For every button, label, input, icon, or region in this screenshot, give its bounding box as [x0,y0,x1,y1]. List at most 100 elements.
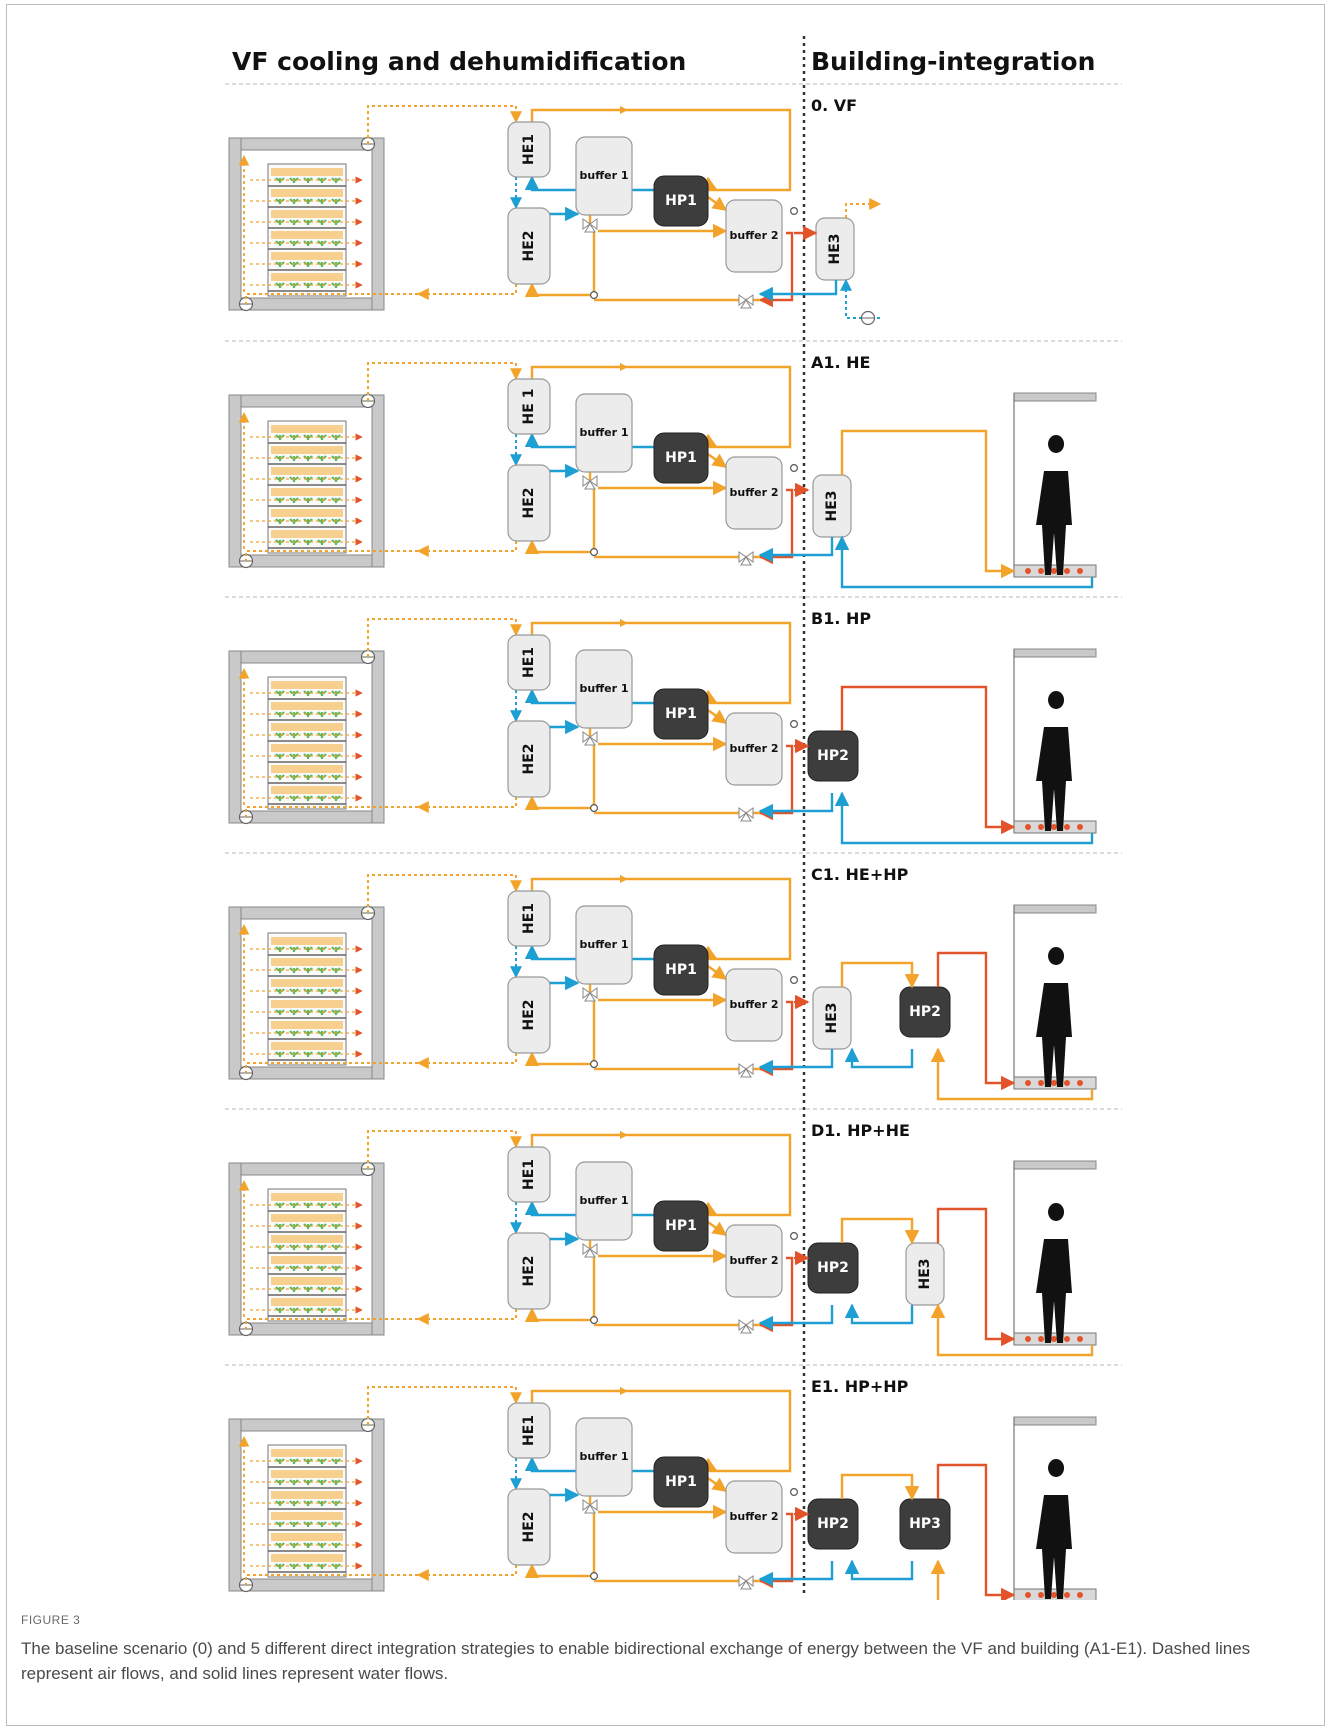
room-ceiling [1013,904,1097,914]
he1-unit-label: HE1 [521,1415,537,1446]
flow-direction-marker [620,363,628,371]
floor-return [834,791,1094,845]
floor-return [834,535,1094,589]
crop-layer [271,958,343,966]
floor-return [930,1303,1094,1357]
he2-unit-label: HE2 [521,1255,537,1286]
hp1-unit-label: HP1 [665,1474,697,1490]
three-way-valve-1 [582,987,598,1002]
he1-warm-supply [530,877,792,961]
he2-unit: HE2 [507,1232,551,1310]
hot-return-loop [758,231,794,308]
crop-layer [271,231,343,239]
figure-caption: The baseline scenario (0) and 5 differen… [21,1639,1251,1683]
he3-unit: HE3 [812,986,852,1050]
junction-node [789,719,798,728]
floor-heating-pipe [1025,1336,1031,1342]
intermediate-loop-return [844,1303,914,1325]
plant-icon [303,1030,313,1036]
building-room [1013,1160,1097,1346]
he2-unit-box [507,207,551,285]
buffer1-tank: buffer 1 [575,136,633,216]
he2-unit-box [507,1232,551,1310]
he1-unit: HE1 [507,890,551,947]
rack-top-beam [228,394,385,408]
he2-return [524,488,596,554]
he3-unit-label: HE3 [824,490,840,521]
hp1-unit-label: HP1 [665,193,697,209]
intermediate-loop-return [844,1047,914,1069]
he1-unit: HE1 [507,1146,551,1203]
crop-layer [271,979,343,987]
buffer1-tank-label: buffer 1 [580,426,629,439]
hp1-unit: HP1 [653,688,709,740]
supply-to-floor [936,1463,1016,1600]
air-return-duct [416,541,517,557]
floor-heating-pipe [1038,824,1044,830]
crop-layer [271,252,343,260]
he1-unit: HE1 [507,1402,551,1459]
he2-unit-box [507,720,551,798]
crop-layer [271,1512,343,1520]
he1-unit: HE1 [507,634,551,691]
buffer1-tank: buffer 1 [575,1417,633,1497]
hp1-unit-box [653,688,709,740]
figure-label: FIGURE 3 [21,1613,81,1627]
he1-unit-box [507,1402,551,1459]
he2-unit: HE2 [507,464,551,542]
crop-layer [271,273,343,281]
junction-node-return [589,547,598,556]
hp2-unit-box [807,730,859,782]
buffer1-tank: buffer 1 [575,393,633,473]
junction-node [789,207,798,216]
he3-air-out [845,198,882,218]
he3-unit-label: HE3 [827,233,843,264]
buffer2-tank-label: buffer 2 [730,229,779,242]
he1-unit-box [507,121,551,178]
crop-layer [271,467,343,475]
crop-layer [271,765,343,773]
building-room [1013,904,1097,1090]
hp2-unit-box [807,1242,859,1294]
rack-right-column [371,137,385,311]
hp2-unit: HP2 [807,730,859,782]
hp2-unit-box [807,1498,859,1550]
hp1-unit: HP1 [653,944,709,996]
three-way-valve-1 [582,218,598,233]
floor-heating-pipe [1051,1080,1057,1086]
rack-left-column [228,1162,242,1336]
he3-cold-return [758,280,838,302]
he1-warm-supply [530,621,792,705]
hot-return-loop [758,744,794,821]
buffer1-tank-box [575,393,633,473]
floor-heating-pipe [1025,1080,1031,1086]
person-silhouette [1036,435,1072,575]
plant-icon [303,476,313,482]
scenario-title: D1. HP+HE [811,1121,910,1140]
first-unit-cold-return [758,1561,834,1587]
hp1-unit: HP1 [653,1456,709,1508]
buffer1-tank-label: buffer 1 [580,1450,629,1463]
floor-heating-pipe [1077,568,1083,574]
rack-right-column [371,1162,385,1336]
floor-heating-pipe [1038,1080,1044,1086]
crop-layer [271,1021,343,1029]
air-return-duct [416,1309,517,1325]
crop-layer [271,425,343,433]
rack-left-column [228,394,242,568]
buffer2-tank-box [725,1480,783,1554]
hp1-unit-box [653,1200,709,1252]
hp3-unit-box [899,1498,951,1550]
hp1-unit-box [653,175,709,227]
floor-heating-pipe [1077,824,1083,830]
crop-layer [271,210,343,218]
integration-diagram: VF cooling and dehumidification Building… [225,36,1122,1600]
rack-top-beam [228,1418,385,1432]
crop-layer [271,1298,343,1306]
buffer2-tank-label: buffer 2 [730,742,779,755]
buffer2-tank-box [725,456,783,530]
room-ceiling [1013,1160,1097,1170]
